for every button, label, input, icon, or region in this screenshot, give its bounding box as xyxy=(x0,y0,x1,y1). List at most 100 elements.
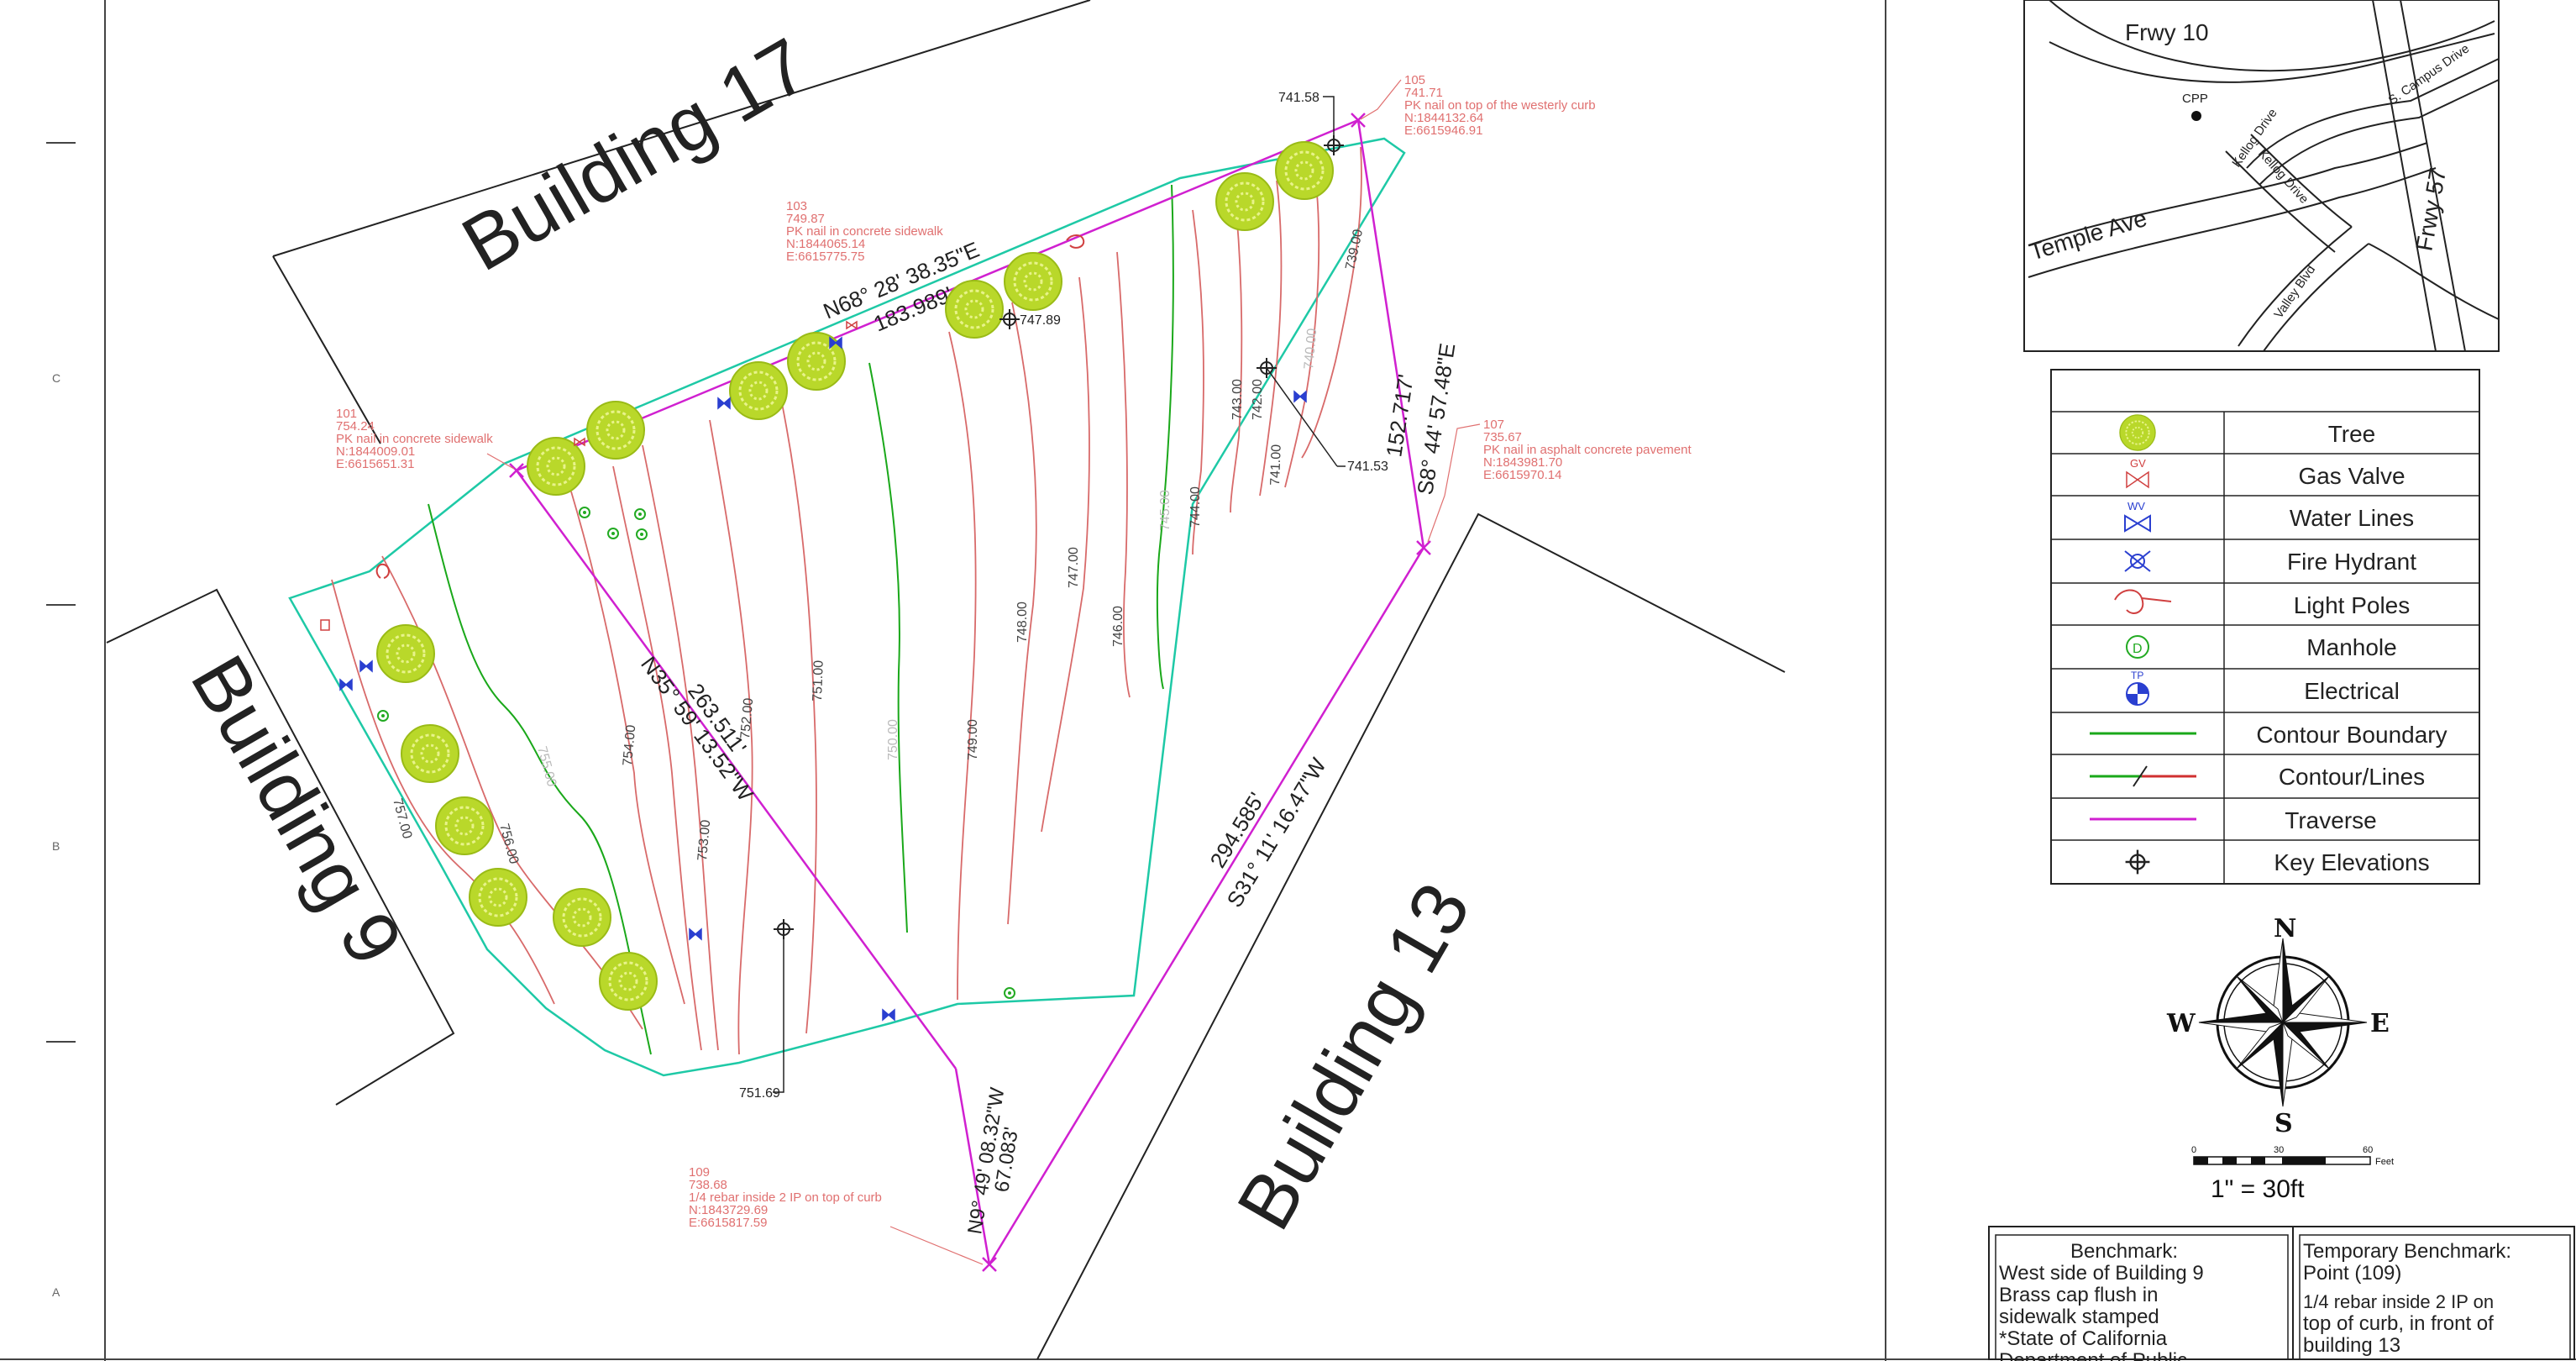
point-elev: 741.71 xyxy=(1404,86,1443,100)
scale-mid: 30 xyxy=(2274,1145,2284,1155)
contour-label: 756.00 xyxy=(496,822,521,866)
point-east: E:6615775.75 xyxy=(786,250,864,264)
manhole-icon xyxy=(634,508,646,520)
temp-benchmark-line: top of curb, in front of xyxy=(2303,1312,2494,1335)
gas-valve-code: GV xyxy=(2130,457,2146,470)
point-annotations: 101 754.24 PK nail in concrete sidewalk … xyxy=(336,73,1692,1265)
scale-zero: 0 xyxy=(2191,1145,2196,1155)
legend-label-water-lines: Water Lines xyxy=(2290,505,2414,531)
contour-label: 750.00 xyxy=(886,719,900,760)
tree-icon xyxy=(1215,171,1275,232)
point-east: E:6615651.31 xyxy=(336,457,414,471)
point-north: N:1843729.69 xyxy=(689,1203,768,1217)
scale-bar: 0 30 60 Feet 1" = 30ft xyxy=(2191,1145,2394,1203)
point-north: N:1844009.01 xyxy=(336,444,415,459)
tree-icon xyxy=(526,436,586,497)
water-valve-code: WV xyxy=(2127,500,2145,512)
light-pole-icon xyxy=(1066,234,1085,249)
temporary-benchmark-box: Temporary Benchmark: Point (109) 1/4 reb… xyxy=(2292,1226,2575,1360)
contour-label: 753.00 xyxy=(695,819,713,861)
key-elevation-label: 751.69 xyxy=(739,1086,780,1101)
building-9-outline xyxy=(106,588,455,1106)
legend-electrical-symbol: TP xyxy=(2126,670,2149,706)
contour-label: 744.00 xyxy=(1188,486,1203,528)
legend-label-key-elevations: Key Elevations xyxy=(2274,849,2429,875)
contour-label: 739.00 xyxy=(1343,228,1366,271)
point-desc: PK nail in asphalt concrete pavement xyxy=(1483,443,1692,457)
tree-icon xyxy=(434,796,495,856)
water-valve-icon xyxy=(339,679,353,691)
minor-contours xyxy=(331,146,1362,1055)
scale-ratio: 1" = 30ft xyxy=(2211,1175,2305,1203)
tree-icon xyxy=(585,400,646,460)
manhole-icon xyxy=(636,528,648,540)
building-9-label: Building 9 xyxy=(175,642,418,979)
utilities xyxy=(320,234,1307,1021)
legend-label-manhole: Manhole xyxy=(2306,634,2396,660)
map-frwy10: Frwy 10 xyxy=(2125,19,2209,45)
point-id: 103 xyxy=(786,199,807,213)
tree-icon xyxy=(944,279,1005,339)
gas-valve-icon xyxy=(846,320,858,330)
point-id: 109 xyxy=(689,1165,710,1180)
manhole-icon xyxy=(607,528,619,539)
contour-label: 754.00 xyxy=(621,724,638,766)
legend-label-contour-lines: Contour/Lines xyxy=(2279,764,2425,790)
key-elevation-label: 747.89 xyxy=(1020,313,1061,328)
east-label: E xyxy=(2370,1009,2390,1038)
margin-mark-b: B xyxy=(52,839,60,853)
temp-benchmark-line: Point (109) xyxy=(2303,1262,2401,1285)
legend: GV WV D TP xyxy=(2050,369,2480,885)
benchmark-title: Benchmark: xyxy=(2070,1240,2178,1263)
margin-mark-c: C xyxy=(52,371,60,385)
legend-fire-hydrant-symbol xyxy=(2124,550,2151,572)
electrical-code: TP xyxy=(2131,670,2143,681)
key-elevation-label: 741.58 xyxy=(1278,91,1319,105)
point-desc: PK nail on top of the westerly curb xyxy=(1404,98,1596,113)
point-desc: 1/4 rebar inside 2 IP on top of curb xyxy=(689,1190,882,1205)
vicinity-map: Frwy 10 CPP Kellog Drive Kellog Drive S.… xyxy=(2023,0,2500,352)
legend-label-light-poles: Light Poles xyxy=(2294,592,2411,618)
legend-tree-symbol xyxy=(2118,413,2157,452)
legend-contour-lines-symbol xyxy=(2090,765,2196,787)
south-label: S xyxy=(2274,1109,2293,1138)
benchmark-line: sidewalk stamped xyxy=(1999,1306,2159,1328)
contour-label: 741.00 xyxy=(1268,444,1284,486)
trees xyxy=(375,140,1335,1012)
margin-mark-a: A xyxy=(52,1285,60,1299)
manhole-icon xyxy=(1004,987,1015,999)
light-pole-icon xyxy=(375,563,390,579)
water-valve-icon xyxy=(1293,391,1307,402)
point-elev: 738.68 xyxy=(689,1178,727,1192)
scale-max: 60 xyxy=(2363,1145,2373,1155)
point-103: 103 749.87 PK nail in concrete sidewalk … xyxy=(786,199,943,264)
temp-benchmark-line: building 13 xyxy=(2303,1334,2400,1357)
legend-label-contour-boundary: Contour Boundary xyxy=(2256,722,2447,748)
point-elev: 735.67 xyxy=(1483,430,1522,444)
point-north: N:1843981.70 xyxy=(1483,455,1562,470)
temp-benchmark-title: Temporary Benchmark: xyxy=(2303,1240,2511,1263)
point-desc: PK nail in concrete sidewalk xyxy=(786,224,943,239)
point-north: N:1844065.14 xyxy=(786,237,865,251)
major-contours xyxy=(428,184,1174,1055)
water-valve-icon xyxy=(359,660,373,672)
contour-label: 751.00 xyxy=(811,660,826,702)
contour-label: 740.00 xyxy=(1302,328,1319,370)
temp-benchmark-line: 1/4 rebar inside 2 IP on xyxy=(2303,1291,2494,1312)
point-elev: 754.24 xyxy=(336,419,375,434)
north-arrow: N S E W xyxy=(2166,914,2390,1138)
benchmark-box: Benchmark: West side of Building 9 Brass… xyxy=(1988,1226,2295,1361)
benchmark-line: *State of California xyxy=(1999,1327,2168,1350)
fire-hydrant-icon xyxy=(320,619,330,631)
benchmark-line: West side of Building 9 xyxy=(1999,1262,2204,1285)
building-17-outline xyxy=(272,0,1091,444)
contour-label: 752.00 xyxy=(738,697,756,739)
point-east: E:6615817.59 xyxy=(689,1216,767,1230)
point-107: 107 735.67 PK nail in asphalt concrete p… xyxy=(1427,418,1692,543)
tree-icon xyxy=(375,623,436,684)
building-13-outline xyxy=(1036,512,1786,1360)
legend-label-electrical: Electrical xyxy=(2304,678,2400,704)
manhole-code: D xyxy=(2133,642,2143,656)
point-105: 105 741.71 PK nail on top of the westerl… xyxy=(1360,73,1596,138)
